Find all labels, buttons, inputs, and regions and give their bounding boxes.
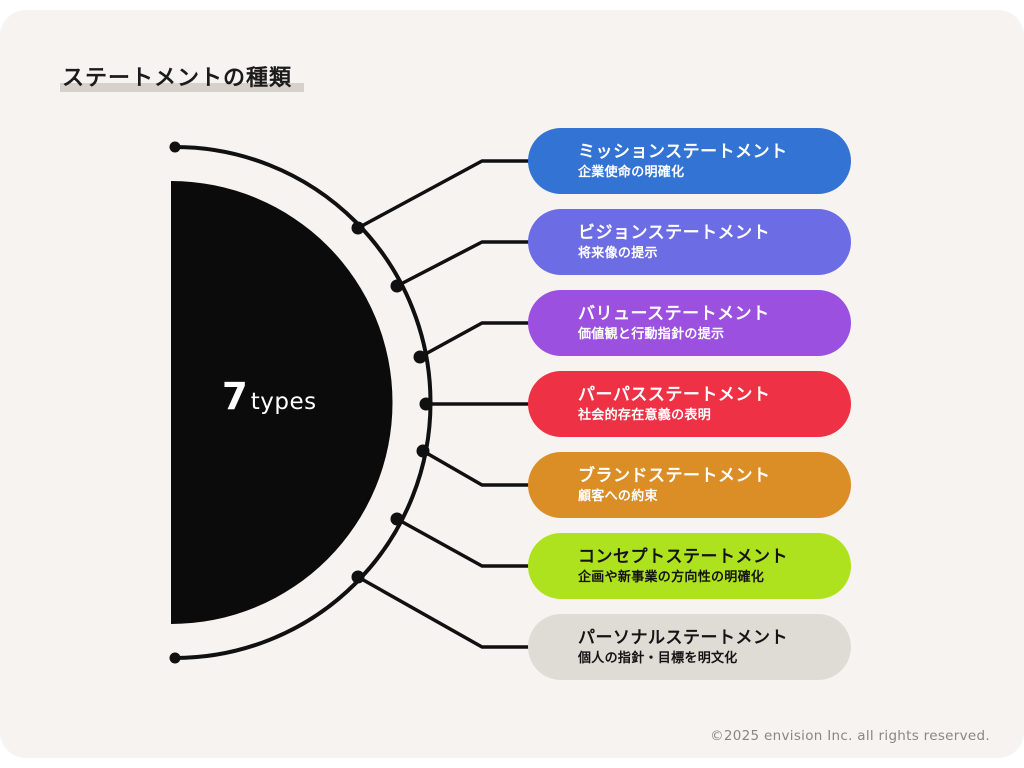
card-purpose-statement: パーパスステートメント 社会的存在意義の表明	[528, 371, 851, 437]
arc-end-dot-top	[169, 141, 181, 153]
connector-line-1	[357, 159, 529, 230]
connector-dot-5	[416, 444, 430, 458]
hub-count-suffix: types	[250, 389, 317, 415]
connector-line-7	[357, 575, 529, 649]
card-subtitle: 顧客への約束	[578, 488, 658, 504]
card-value-statement: バリューステートメント 価値観と行動指針の提示	[528, 290, 851, 356]
card-vision-statement: ビジョンステートメント 将来像の提示	[528, 209, 851, 275]
card-mission-statement: ミッションステートメント 企業使命の明確化	[528, 128, 851, 194]
card-title: ブランドステートメント	[578, 465, 771, 486]
hub-count-label: 7 types	[222, 378, 317, 415]
connector-line-5	[422, 449, 529, 487]
card-subtitle: 価値観と行動指針の提示	[578, 326, 725, 342]
card-subtitle: 将来像の提示	[578, 245, 658, 261]
connector-dot-3	[413, 350, 427, 364]
card-subtitle: 社会的存在意義の表明	[578, 407, 712, 423]
connector-line-2	[396, 240, 529, 288]
copyright-text: ©2025 envision Inc. all rights reserved.	[710, 728, 990, 744]
hub-count-number: 7	[222, 375, 248, 418]
card-subtitle: 個人の指針・目標を明文化	[578, 650, 738, 666]
card-concept-statement: コンセプトステートメント 企画や新事業の方向性の明確化	[528, 533, 851, 599]
connector-dot-6	[390, 512, 404, 526]
connector-dot-1	[351, 221, 365, 235]
page-title: ステートメントの種類	[62, 66, 293, 91]
connector-dot-2	[390, 279, 404, 293]
card-title: ビジョンステートメント	[578, 222, 771, 243]
connector-line-6	[396, 517, 529, 568]
connector-line-3	[419, 321, 529, 359]
background-panel	[0, 10, 1024, 758]
card-brand-statement: ブランドステートメント 顧客への約束	[528, 452, 851, 518]
hub-semicircle	[171, 181, 393, 624]
card-title: パーソナルステートメント	[578, 627, 788, 648]
card-title: コンセプトステートメント	[578, 546, 788, 567]
connector-dot-4	[419, 397, 433, 411]
card-subtitle: 企業使命の明確化	[578, 164, 685, 180]
title-underline-bar	[60, 83, 305, 93]
card-subtitle: 企画や新事業の方向性の明確化	[578, 569, 765, 585]
card-personal-statement: パーソナルステートメント 個人の指針・目標を明文化	[528, 614, 851, 680]
connector-dot-7	[351, 570, 365, 584]
arc-end-dot-bottom	[169, 652, 181, 664]
card-title: バリューステートメント	[578, 303, 770, 324]
page-title-block: ステートメントの種類	[60, 66, 305, 93]
card-title: パーパスステートメント	[578, 384, 771, 405]
card-title: ミッションステートメント	[578, 141, 788, 162]
